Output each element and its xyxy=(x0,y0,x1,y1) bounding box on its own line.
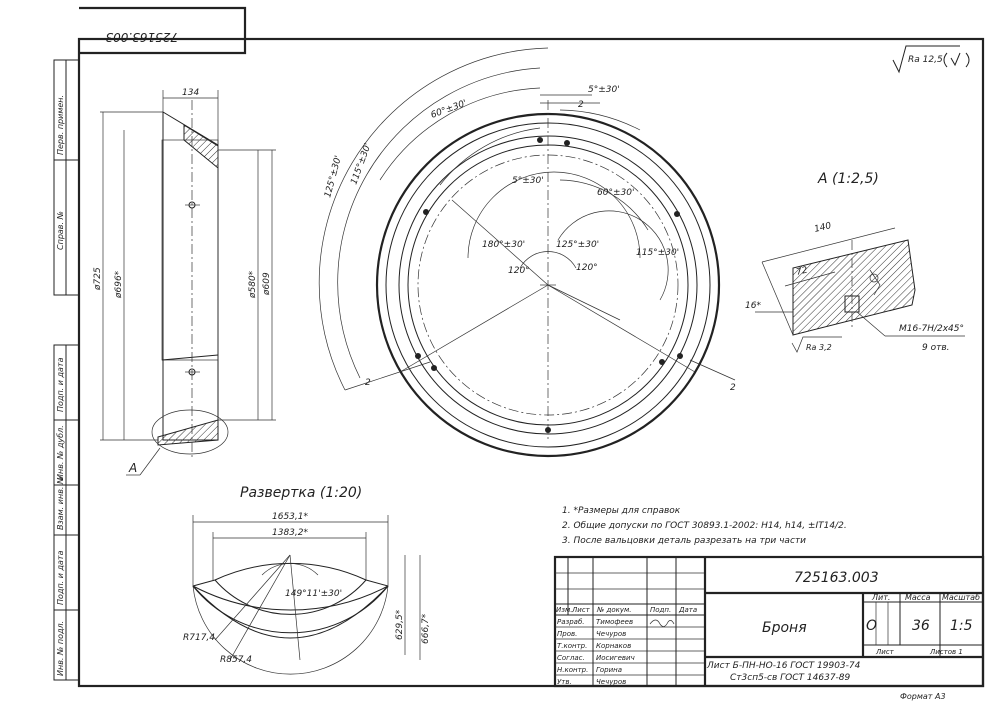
tb-signature xyxy=(649,619,675,627)
tb-h-podp: Подп. xyxy=(650,606,671,614)
ang-180: 180°±30' xyxy=(482,240,525,250)
stamp-sprav-no: Справ. № xyxy=(56,211,65,250)
tb-role-2: Т.контр. xyxy=(557,642,587,650)
development-h629: 629,5* xyxy=(395,609,405,640)
note-2: 2. Общие допуски по ГОСТ 30893.1-2002: H… xyxy=(562,521,847,531)
tb-h-izm: Изм. xyxy=(556,606,572,614)
development-angle: 149°11'±30' xyxy=(285,589,342,599)
ang-120-right: 120° xyxy=(576,263,598,273)
tb-h-data: Дата xyxy=(678,606,697,614)
stamp-perv-primen: Перв. примен. xyxy=(56,95,65,155)
plan-view: 60°±30' 125°±30' 115°±30' 5°±30' 2 5°±30… xyxy=(318,47,736,458)
tb-mass-label: Масса xyxy=(905,593,931,602)
development-dim-1653: 1653,1* xyxy=(272,512,308,522)
dim-2-left: 2 xyxy=(365,378,371,388)
note-3: 3. После вальцовки деталь разрезать на т… xyxy=(562,536,806,546)
tb-role-4: Н.контр. xyxy=(557,666,588,674)
ang-125-inner: 125°±30' xyxy=(556,240,599,250)
ang-120-left: 120° xyxy=(508,266,530,276)
ang-125: 125°±30' xyxy=(323,155,344,199)
stamp-inv-dubl: Инв. № дубл. xyxy=(56,425,65,480)
rotated-number: 725163.003 xyxy=(105,30,178,44)
tb-h-dokum: № докум. xyxy=(596,606,632,614)
ang-5-top: 5°±30' xyxy=(588,85,620,95)
tb-role-1: Пров. xyxy=(557,630,577,638)
tb-name-4: Горина xyxy=(596,666,622,674)
development-r717: R717,4 xyxy=(183,633,215,643)
development-r857: R857,4 xyxy=(220,655,252,665)
dim-725: ø725 xyxy=(93,267,103,291)
ang-60-outer: 60°±30' xyxy=(430,99,469,121)
development-view: Развертка (1:20) 149°11'±30' 1653,1* 138… xyxy=(183,485,431,675)
ang-115: 115°±30' xyxy=(349,142,373,186)
roughness-text: Ra 12,5 xyxy=(908,55,943,65)
detail-a-holes: 9 отв. xyxy=(922,343,950,353)
detail-a-callout-circle xyxy=(151,409,229,455)
tb-scale-value: 1:5 xyxy=(950,618,973,634)
side-stamp: Перв. примен. Справ. № Подп. и дата Инв.… xyxy=(53,59,80,681)
tb-material-2: Ст3сп5-св ГОСТ 14637-89 xyxy=(730,673,851,683)
detail-a-dim-16: 16* xyxy=(745,301,761,311)
tb-role-0: Разраб. xyxy=(557,618,585,626)
tb-material-1: Лист Б-ПН-НО-16 ГОСТ 19903-74 xyxy=(706,661,861,671)
sheet-format: Формат А3 xyxy=(900,692,946,701)
tb-lit-label: Лит. xyxy=(871,593,890,602)
detail-a-title: А (1:2,5) xyxy=(817,171,879,187)
stamp-inv-podl: Инв. № подл. xyxy=(56,621,65,676)
tb-lit-value: О xyxy=(866,618,877,634)
detail-a-roughness: Ra 3,2 xyxy=(806,343,832,352)
detail-a-callout-label: А xyxy=(128,461,137,475)
note-1: 1. *Размеры для справок xyxy=(562,506,681,516)
rotated-number-box: 725163.003 xyxy=(79,6,247,55)
tb-list-label: Лист xyxy=(875,648,895,656)
section-view: 134 ø725 ø696* ø580* ø609 А xyxy=(93,88,276,476)
dim-580: ø580* xyxy=(248,270,258,299)
detail-a-dim-72: 72 xyxy=(795,265,809,278)
tb-designation: 725163.003 xyxy=(794,570,879,586)
holes xyxy=(415,137,683,433)
title-block: Изм. Лист № докум. Подп. Дата Разраб. Ти… xyxy=(553,555,985,688)
ang-115-inner: 115°±30' xyxy=(636,248,679,258)
tb-h-list: Лист xyxy=(571,606,591,614)
development-h666: 666,7* xyxy=(421,613,431,644)
tb-name-1: Чечуров xyxy=(596,630,626,638)
ang-60-inner: 60°±30' xyxy=(597,188,634,198)
stamp-podp-data-2: Подп. и дата xyxy=(56,550,65,605)
development-dim-1383: 1383,2* xyxy=(272,528,308,538)
tb-role-5: Утв. xyxy=(557,678,572,686)
ang-5-inner: 5°±30' xyxy=(512,176,544,186)
detail-a: А (1:2,5) 140 72 16* Ra 3,2 M16-7H/2x45°… xyxy=(745,171,965,353)
detail-a-dim-140: 140 xyxy=(813,221,832,235)
tb-mass-value: 36 xyxy=(912,618,930,634)
tb-role-3: Соглас. xyxy=(557,654,585,662)
detail-a-thread: M16-7H/2x45° xyxy=(899,324,964,334)
tb-name-3: Иосигевич xyxy=(596,654,635,662)
drawing-frame xyxy=(77,37,985,688)
development-title: Развертка (1:20) xyxy=(240,485,362,501)
tb-name-2: Корнаков xyxy=(596,642,631,650)
section-wall xyxy=(161,139,219,361)
dim-609: ø609 xyxy=(262,272,272,296)
section-dim-134: 134 xyxy=(182,88,199,98)
tb-name-5: Чечуров xyxy=(596,678,626,686)
dim-2-right: 2 xyxy=(730,383,736,393)
roughness-mark: Ra 12,5 xyxy=(892,45,970,74)
stamp-vzam-inv: Взам. инв. № xyxy=(56,476,65,530)
dim-696: ø696* xyxy=(114,270,124,299)
dim-2-top: 2 xyxy=(578,100,584,110)
tb-scale-label: Масштаб xyxy=(942,593,980,602)
tb-name: Броня xyxy=(762,620,807,636)
notes: 1. *Размеры для справок 2. Общие допуски… xyxy=(562,506,847,546)
stamp-podp-data-1: Подп. и дата xyxy=(56,357,65,412)
tb-listov-label: Листов 1 xyxy=(929,648,963,656)
tb-name-0: Тимофеев xyxy=(596,618,633,626)
